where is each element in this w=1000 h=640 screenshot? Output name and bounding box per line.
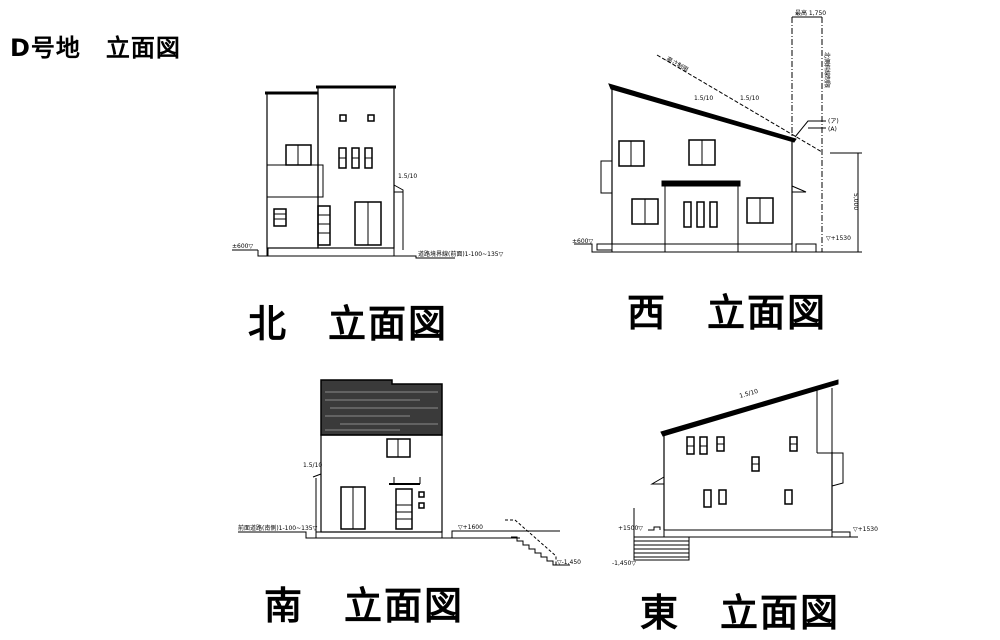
south-elevation-caption: 南 立面図 — [264, 584, 465, 628]
east-right-level: ▽+1530 — [853, 526, 878, 533]
east-left-level: +1500▽ — [618, 525, 643, 532]
east-lower-level: -1,450▽ — [612, 560, 636, 567]
west-height-dimension: 5,000 — [852, 193, 859, 210]
west-right-level: ▽+1530 — [826, 235, 851, 242]
sheet-title: D号地 立面図 — [10, 34, 181, 62]
north-elevation-caption: 北 立面図 — [248, 302, 449, 346]
west-ground-level: ±600▽ — [572, 238, 593, 245]
south-road-note: 前面道路(南側)1-100~135▽ — [238, 524, 318, 532]
south-elevation — [238, 379, 570, 566]
east-elevation — [633, 379, 858, 561]
west-marker-a: (ア) — [828, 118, 839, 125]
north-road-note: 道路境界線(前面)1-100~135▽ — [418, 250, 504, 258]
west-roof-pitch-a: 1.5/10 — [694, 95, 713, 102]
west-setback-label: 北側斜線制限 — [823, 52, 831, 88]
south-roof-pitch: 1.5/10 — [303, 462, 322, 469]
south-lower-level: ▽-1,450 — [557, 559, 581, 566]
north-elevation — [232, 85, 455, 259]
west-height-limit: 高さ制限 — [665, 55, 690, 74]
east-elevation-caption: 東 立面図 — [640, 591, 841, 635]
west-marker-b: (A) — [828, 126, 837, 133]
west-elevation-caption: 西 立面図 — [627, 291, 828, 335]
west-top-dimension: 最高 1,750 — [795, 9, 826, 17]
south-right-level: ▽+1600 — [458, 524, 483, 531]
north-roof-pitch: 1.5/10 — [398, 173, 417, 180]
north-ground-level: ±600▽ — [232, 243, 253, 250]
west-roof-pitch-b: 1.5/10 — [740, 95, 759, 102]
east-roof-pitch: 1.5/10 — [739, 388, 760, 400]
west-elevation — [574, 16, 862, 253]
